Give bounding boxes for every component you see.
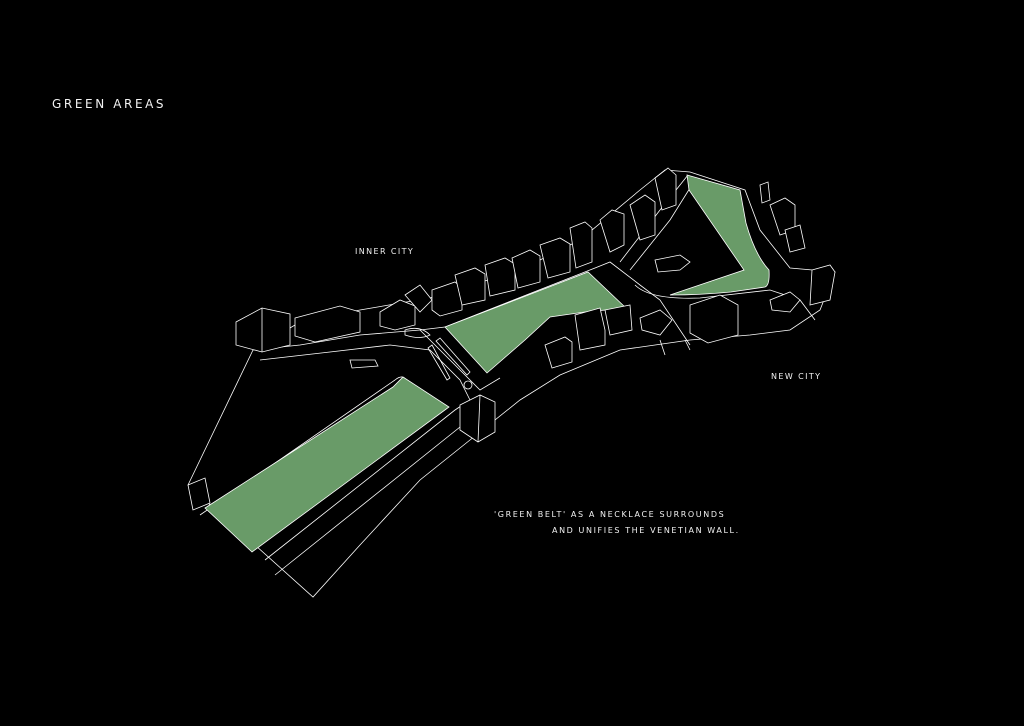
caption-line-1: 'GREEN BELT' AS A NECKLACE SURROUNDS [494, 510, 726, 519]
new-city-label: NEW CITY [771, 372, 822, 381]
road [259, 344, 471, 401]
traffic-island [427, 344, 451, 381]
green-area-south-moat [204, 376, 450, 553]
road [659, 339, 691, 356]
road [419, 329, 501, 391]
road [444, 261, 691, 346]
road [629, 179, 696, 271]
roundabout [463, 380, 473, 390]
green-area-northeast-bastion [669, 174, 770, 296]
road [619, 174, 689, 263]
road [634, 284, 816, 321]
traffic-island [349, 359, 379, 369]
traffic-island [435, 337, 471, 376]
road [274, 414, 476, 576]
page-title: GREEN AREAS [52, 97, 167, 111]
caption-line-2: AND UNIFIES THE VENETIAN WALL. [552, 526, 740, 535]
buildings [187, 167, 836, 511]
traffic-island [404, 327, 431, 338]
green-area-central-park [444, 271, 627, 374]
inner-city-label: INNER CITY [355, 247, 415, 256]
